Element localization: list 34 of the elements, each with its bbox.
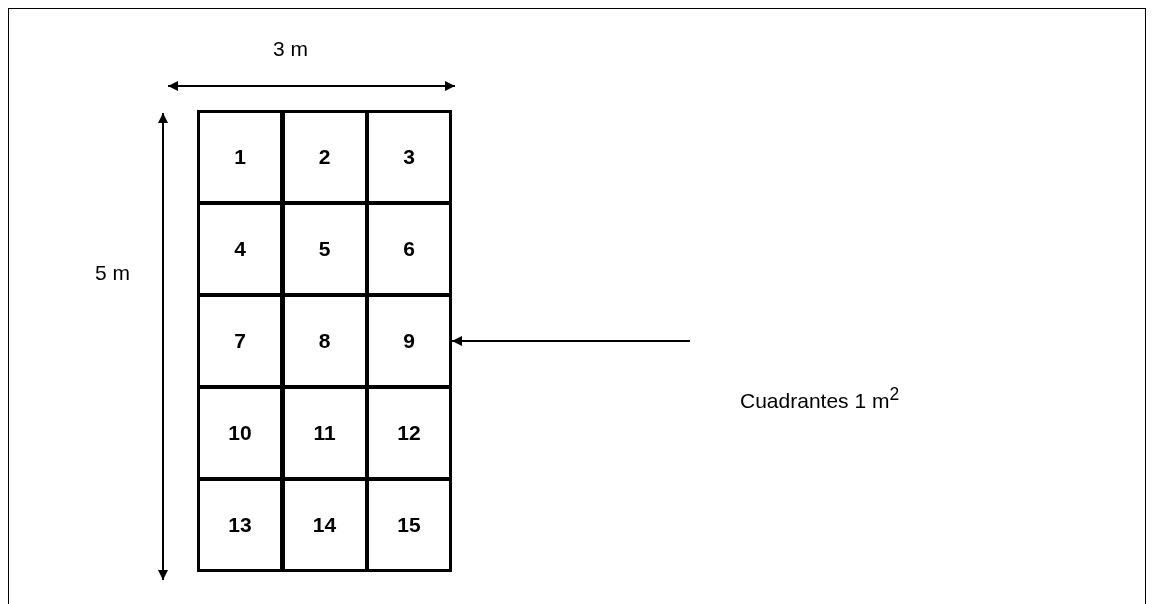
grid-cell: [366, 478, 452, 572]
grid-cell: [281, 110, 368, 204]
grid-cell: [197, 294, 283, 388]
cell-number: 10: [228, 421, 252, 446]
cell-number: 2: [318, 144, 331, 169]
callout-text: Cuadrantes 1 m$^{2}$: [740, 386, 900, 411]
cell-number: 9: [403, 329, 415, 353]
grid-cell: [281, 386, 368, 480]
grid-cell: [197, 478, 283, 572]
grid-cell: [197, 202, 283, 296]
dimension-label: 3 m: [273, 38, 308, 59]
grid-cell: [366, 110, 452, 204]
leader-line: [451, 336, 691, 346]
cell-number: 14: [312, 513, 337, 538]
grid-cell: [197, 110, 283, 204]
dimension-label: 5 m: [95, 262, 130, 283]
cell-number: 1: [234, 144, 246, 169]
cell-number: 4: [234, 236, 246, 261]
cell-number: 7: [234, 329, 246, 353]
grid-cell: [281, 478, 368, 572]
cell-number: 12: [397, 421, 421, 446]
grid-cell: [366, 202, 452, 296]
cell-number: 11: [313, 421, 336, 446]
grid-cell: [281, 294, 368, 388]
grid-cell: [366, 294, 452, 388]
grid-cell: [281, 202, 368, 296]
cell-number: 3: [403, 144, 415, 169]
cell-number: 13: [228, 513, 252, 538]
cell-number: 8: [318, 329, 331, 353]
cell-number: 15: [397, 513, 421, 538]
cell-number: 6: [403, 236, 415, 261]
cell-number: 5: [318, 236, 331, 261]
grid-cell: [366, 386, 452, 480]
grid-cell: [197, 386, 283, 480]
